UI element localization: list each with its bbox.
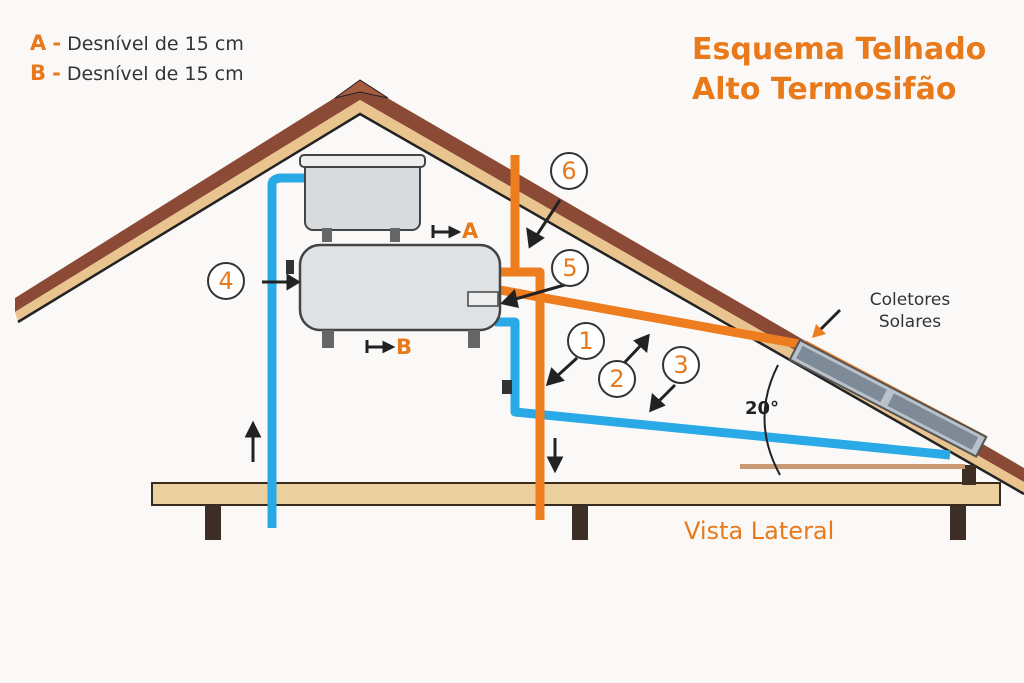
angle-label: 20° <box>745 398 780 419</box>
collectors-label-line-2: Solares <box>878 312 942 332</box>
marker-b: B <box>396 335 413 359</box>
callout-2: 2 <box>598 360 636 398</box>
upper-tank <box>299 154 426 242</box>
title-line-2: Alto Termosifão <box>692 72 957 107</box>
callout-4: 4 <box>207 262 245 300</box>
callout-6: 6 <box>550 152 588 190</box>
legend-separator: - <box>52 61 61 85</box>
solar-collector <box>788 338 988 458</box>
legend-text: Desnível de 15 cm <box>66 63 244 85</box>
collectors-label-line-1: Coletores <box>869 290 951 310</box>
boiler-tank <box>286 243 512 394</box>
callout-1: 1 <box>567 322 605 360</box>
title-line-1: Esquema Telhado <box>692 32 987 67</box>
floor-beam <box>151 464 1001 540</box>
marker-a: A <box>462 219 479 243</box>
legend-key: B <box>30 61 47 85</box>
cold-pipes <box>267 173 951 528</box>
callout-5: 5 <box>551 249 589 287</box>
view-label: Vista Lateral <box>684 517 835 545</box>
callout-3: 3 <box>662 346 700 384</box>
legend-key: A <box>30 31 47 55</box>
legend-separator: - <box>52 31 62 55</box>
roof <box>15 79 1024 496</box>
flow-arrows <box>244 199 842 476</box>
legend-item-b: B - Desnível de 15 cm <box>30 61 244 85</box>
legend-item-a: A - Desnível de 15 cm <box>30 31 244 55</box>
legend-text: Desnível de 15 cm <box>67 33 244 55</box>
